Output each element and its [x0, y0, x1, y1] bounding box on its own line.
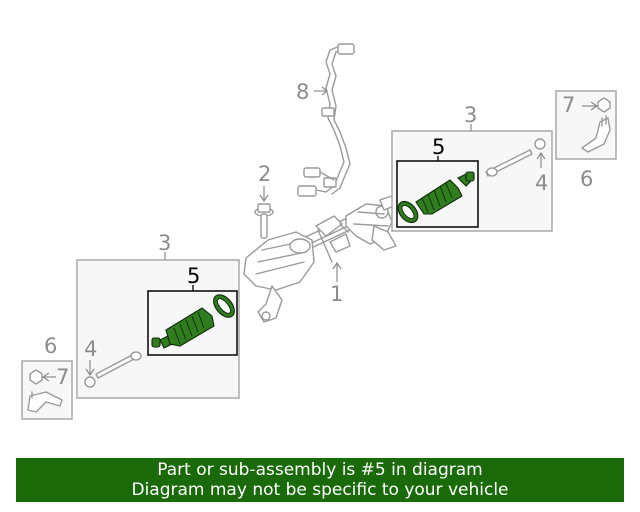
banner-line-disclaimer: Diagram may not be specific to your vehi…	[131, 480, 509, 500]
callout-7-left: 7	[56, 365, 69, 389]
leader-7-left-arrow	[41, 372, 50, 382]
callout-3-left: 3	[158, 231, 171, 255]
part-info-banner: Part or sub-assembly is #5 in diagram Di…	[16, 458, 624, 502]
callout-1: 1	[330, 282, 343, 306]
callout-7-right: 7	[562, 93, 575, 117]
leader-4-left-arrow	[85, 368, 95, 377]
inner-tie-rod-left[interactable]	[84, 351, 142, 388]
steering-rack[interactable]	[243, 195, 397, 323]
leader-2-arrow	[259, 194, 269, 203]
callout-6-right: 6	[580, 167, 593, 191]
mounting-bolt[interactable]	[254, 203, 274, 239]
nut-left[interactable]	[29, 369, 43, 385]
wiring-harness[interactable]	[297, 43, 355, 197]
callout-8: 8	[296, 80, 309, 104]
callout-6-left: 6	[44, 334, 57, 358]
parts-diagram: 8 2 1 3 4	[21, 43, 617, 420]
leader-7-right-arrow	[590, 101, 599, 111]
callout-2: 2	[258, 162, 271, 186]
callout-5-right: 5	[432, 135, 445, 159]
banner-line-part: Part or sub-assembly is #5 in diagram	[157, 460, 483, 480]
callout-4-left: 4	[84, 337, 97, 361]
tie-rod-end-right[interactable]	[581, 115, 611, 153]
steering-boot-left[interactable]	[151, 291, 238, 349]
callout-5-left: 5	[187, 264, 200, 288]
inner-tie-rod-right[interactable]	[485, 138, 546, 177]
leader-4-right-arrow	[536, 151, 546, 160]
nut-right[interactable]	[597, 97, 611, 113]
callout-3-right: 3	[464, 103, 477, 127]
steering-boot-right[interactable]	[394, 171, 475, 226]
callout-4-right: 4	[535, 171, 548, 195]
tie-rod-kit-box-left	[76, 259, 240, 399]
leader-8-arrow	[321, 86, 328, 96]
leader-1-arrow	[332, 261, 342, 270]
tie-rod-end-left[interactable]	[27, 391, 63, 413]
